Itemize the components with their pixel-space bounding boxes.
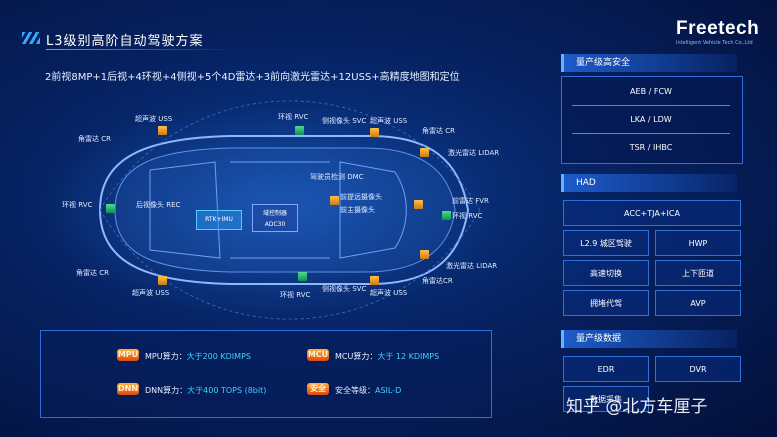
label-rvc-bottom: 环视 RVC	[280, 291, 311, 299]
feature-traffic-jam: 拥堵代驾	[563, 290, 649, 316]
front-camera-icon	[330, 196, 339, 205]
lidar-sensor-icon	[420, 250, 429, 259]
uss-sensor-icon	[370, 128, 379, 137]
mpu-value: 大于200 KDIMPS	[186, 352, 251, 361]
feature-edr: EDR	[563, 356, 649, 382]
label-cr-top-left: 角雷达 CR	[78, 135, 111, 143]
feature-hwp: HWP	[655, 230, 741, 256]
label-cr-bottom-right: 角雷达CR	[422, 277, 453, 285]
had-header: HAD	[561, 174, 737, 192]
title-underline	[46, 49, 236, 50]
uss-sensor-icon	[370, 276, 379, 285]
feature-tsr-ihbc: TSR / IHBC	[629, 143, 673, 152]
safety-header: 量产级高安全	[561, 54, 737, 72]
label-rvc-top: 环视 RVC	[278, 113, 309, 121]
rvc-camera-icon	[106, 204, 115, 213]
rvc-camera-icon	[442, 211, 451, 220]
safety-panel: AEB / FCW LKA / LDW TSR / IHBC	[561, 76, 743, 164]
mcu-label: MCU算力：	[335, 352, 378, 361]
feature-l29-city: L2.9 城区驾驶	[563, 230, 649, 256]
lidar-sensor-icon	[420, 148, 429, 157]
adc-controller-box: 域控制器 ADC30	[252, 204, 298, 232]
dnn-spec: DNN算力：大于400 TOPS (8bit)	[145, 385, 266, 396]
label-svc-bottom: 侧视像头 SVC	[322, 285, 367, 293]
safety-label: 安全等级：	[335, 386, 375, 395]
label-uss-bottom-right: 超声波 USS	[370, 289, 408, 297]
dnn-icon: DNN	[117, 383, 139, 395]
safety-value: ASIL-D	[375, 386, 402, 395]
brand-logo: Freetech	[676, 18, 760, 39]
feature-dvr: DVR	[655, 356, 741, 382]
uss-sensor-icon	[158, 276, 167, 285]
feature-highway-switch: 高速切换	[563, 260, 649, 286]
label-uss-top-right: 超声波 USS	[370, 117, 408, 125]
feature-acc-tja-ica: ACC+TJA+ICA	[563, 200, 741, 226]
label-rec: 后视像头 REC	[136, 201, 181, 209]
mpu-icon: MPU	[117, 349, 139, 361]
page-title: L3级别高阶自动驾驶方案	[46, 34, 204, 49]
mcu-value: 大于 12 KDIMPS	[377, 352, 440, 361]
dnn-value: 大于400 TOPS (8bit)	[187, 386, 267, 395]
label-svc-top: 侧视像头 SVC	[322, 117, 367, 125]
uss-sensor-icon	[158, 126, 167, 135]
divider	[572, 105, 730, 106]
mcu-spec: MCU算力：大于 12 KDIMPS	[335, 351, 439, 362]
rvc-camera-icon	[295, 126, 304, 135]
label-front-cam-main: 前主摄像头	[340, 206, 375, 214]
safety-icon: 安全	[307, 383, 329, 395]
label-rvc-left: 环视 RVC	[62, 201, 93, 209]
label-cr-bottom-left: 角雷达 CR	[76, 269, 109, 277]
title-decor-icon	[22, 32, 40, 44]
feature-lka-ldw: LKA / LDW	[630, 115, 672, 124]
mcu-icon: MCU	[307, 349, 329, 361]
label-lidar-bottom: 激光雷达 LIDAR	[446, 262, 498, 270]
label-uss-bottom-left: 超声波 USS	[132, 289, 170, 297]
divider	[572, 133, 730, 134]
feature-data-collection: 数据采集	[563, 386, 649, 412]
compute-panel: MPU MPU算力：大于200 KDIMPS MCU MCU算力：大于 12 K…	[40, 330, 492, 418]
feature-avp: AVP	[655, 290, 741, 316]
mpu-spec: MPU算力：大于200 KDIMPS	[145, 351, 251, 362]
feature-aeb-fcw: AEB / FCW	[630, 87, 672, 96]
label-rvc-right: 环视 RVC	[452, 212, 483, 220]
rvc-camera-icon	[298, 272, 307, 281]
label-front-cam-long: 前提远摄像头	[340, 193, 382, 201]
label-dmc: 驾驶员检测 DMC	[310, 173, 364, 181]
watermark-text: 知乎 @北方车厘子	[566, 397, 708, 417]
dnn-label: DNN算力：	[145, 386, 188, 395]
label-lidar-top: 激光雷达 LIDAR	[448, 149, 500, 157]
data-header: 量产级数据	[561, 330, 737, 348]
brand-logo-subtitle: Intelligent Vehicle Tech Co.,Ltd	[676, 40, 753, 46]
mpu-label: MPU算力：	[145, 352, 187, 361]
label-cr-top-right: 角雷达 CR	[422, 127, 455, 135]
label-fvr: 前雷达 FVR	[452, 197, 489, 205]
adc-line-1: 域控制器	[262, 210, 287, 217]
page-subtitle: 2前视8MP+1后视+4环视+4侧视+5个4D雷达+3前向激光雷达+12USS+…	[45, 72, 460, 83]
safety-spec: 安全等级：ASIL-D	[335, 385, 401, 396]
feature-ramp: 上下匝道	[655, 260, 741, 286]
adc-line-2: ADC30	[264, 221, 286, 228]
rtk-imu-box: RTK+IMU	[196, 210, 242, 230]
fvr-radar-icon	[414, 200, 423, 209]
label-uss-top-left: 超声波 USS	[135, 115, 173, 123]
